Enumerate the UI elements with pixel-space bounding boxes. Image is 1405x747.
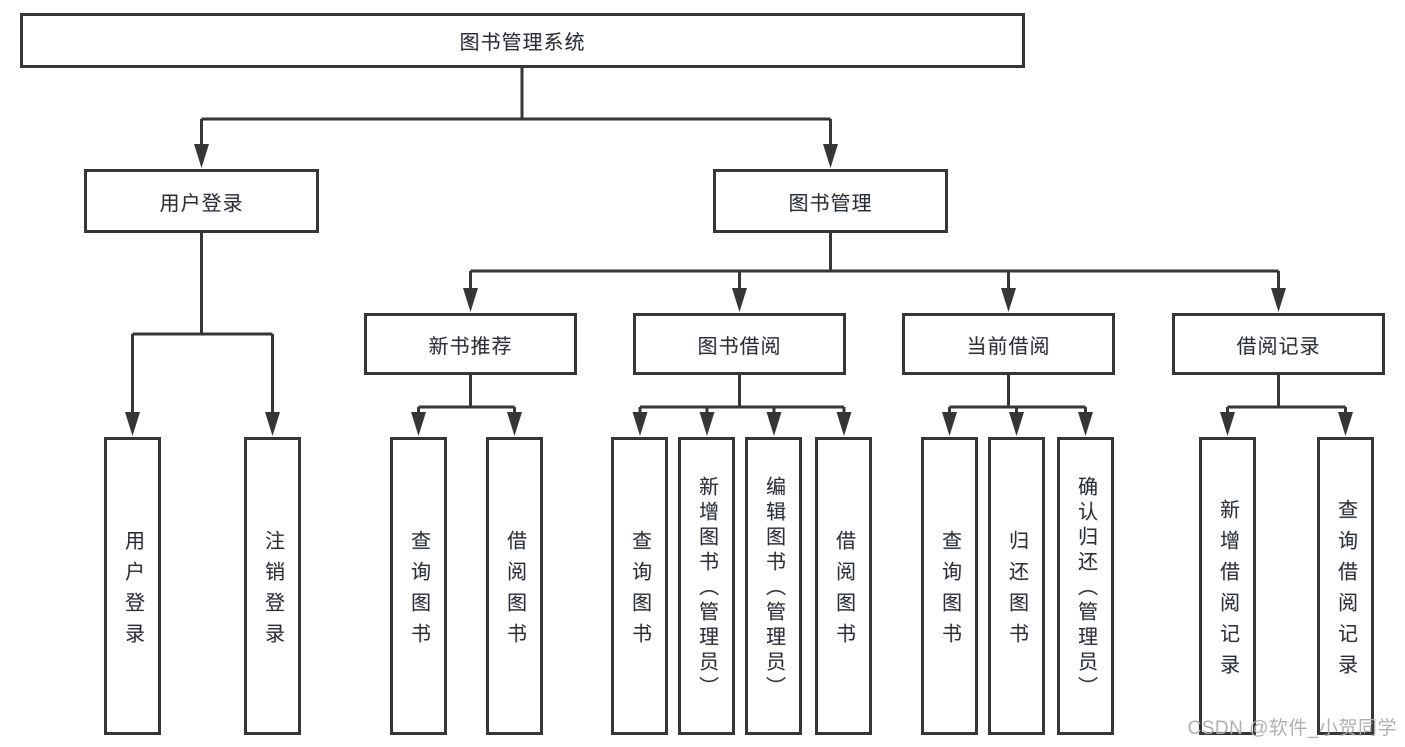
leaf-return-book: 归还图书	[988, 437, 1045, 735]
leaf-query-books-recommend: 查询图书	[390, 437, 447, 735]
leaf-logout: 注销登录	[244, 437, 301, 735]
node-user-login: 用户登录	[84, 169, 319, 233]
leaf-edit-book-admin: 编辑图书（管理员）	[745, 437, 802, 735]
leaf-query-books-borrow: 查询图书	[611, 437, 668, 735]
node-borrow-records: 借阅记录	[1172, 313, 1385, 375]
node-label: 查询图书	[407, 529, 430, 654]
node-label: 借阅记录	[1236, 335, 1321, 358]
node-label: 当前借阅	[966, 335, 1051, 358]
node-label: 归还图书	[1005, 529, 1028, 654]
node-label: 编辑图书（管理员）	[762, 476, 785, 701]
node-label: 借阅图书	[503, 529, 526, 654]
node-label: 用户登录	[159, 192, 244, 215]
node-library-system: 图书管理系统	[20, 13, 1025, 68]
node-book-management: 图书管理	[713, 169, 948, 233]
node-book-borrow: 图书借阅	[633, 313, 846, 375]
node-current-borrow: 当前借阅	[902, 313, 1115, 375]
node-label: 图书借阅	[697, 335, 782, 358]
node-label: 用户登录	[121, 529, 144, 654]
node-label: 查询借阅记录	[1334, 498, 1357, 685]
node-label: 新增借阅记录	[1216, 498, 1239, 685]
leaf-user-login: 用户登录	[104, 437, 161, 735]
node-label: 查询图书	[628, 529, 651, 654]
node-label: 确认归还（管理员）	[1074, 476, 1097, 701]
node-new-book-recommend: 新书推荐	[364, 313, 577, 375]
leaf-borrow-books-recommend: 借阅图书	[486, 437, 543, 735]
leaf-add-book-admin: 新增图书（管理员）	[678, 437, 735, 735]
node-label: 新书推荐	[428, 335, 513, 358]
node-label: 图书管理系统	[459, 32, 586, 54]
node-label: 查询图书	[938, 529, 961, 654]
leaf-query-books-current: 查询图书	[921, 437, 978, 735]
leaf-borrow-books: 借阅图书	[815, 437, 872, 735]
leaf-add-borrow-record: 新增借阅记录	[1199, 437, 1256, 735]
node-label: 注销登录	[261, 529, 284, 654]
node-label: 新增图书（管理员）	[695, 476, 718, 701]
node-label: 借阅图书	[832, 529, 855, 654]
csdn-watermark: CSDN @软件_小贺同学	[1187, 718, 1397, 739]
leaf-query-borrow-record: 查询借阅记录	[1317, 437, 1374, 735]
node-label: 图书管理	[788, 192, 873, 215]
leaf-confirm-return-admin: 确认归还（管理员）	[1057, 437, 1114, 735]
